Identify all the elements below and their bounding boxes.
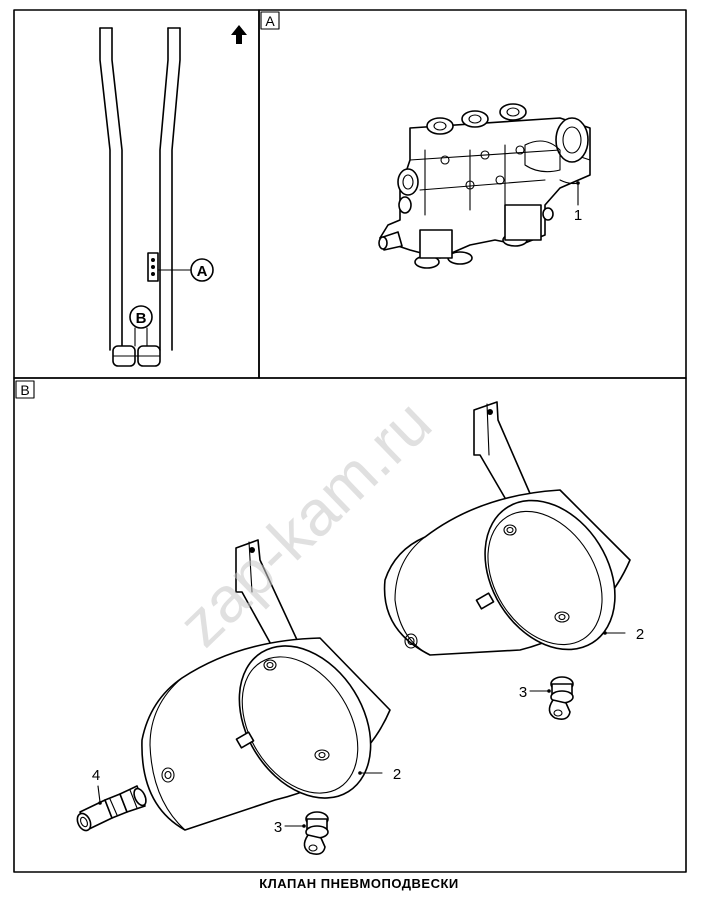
panel-b-frame	[13, 377, 687, 873]
receiver-left	[141, 539, 391, 831]
drain-valve-right	[548, 676, 574, 720]
forward-arrow-icon	[231, 25, 247, 44]
callout-4: 4	[92, 767, 102, 805]
callout-valve-number: 1	[574, 207, 582, 224]
diagram-caption: КЛАПАН ПНЕВМОПОДВЕСКИ	[259, 876, 459, 891]
chassis-rails	[99, 27, 181, 351]
callout-receiver-left-number: 2	[393, 766, 401, 783]
callout-3-right: 3	[519, 684, 551, 701]
panel-a-tag: A	[260, 11, 280, 30]
union-fitting	[76, 785, 147, 832]
panel-frames	[13, 9, 687, 873]
panel-a-label: A	[265, 13, 275, 29]
callout-drain-right-number: 3	[519, 684, 527, 701]
callout-1: 1	[559, 179, 582, 224]
drain-valve-left	[303, 811, 329, 855]
callout-drain-left-number: 3	[274, 819, 282, 836]
valve-location-marker: A	[147, 252, 214, 282]
marker-a-label: A	[197, 263, 208, 280]
receiver-location-marker: B	[112, 305, 161, 367]
callout-union-number: 4	[92, 767, 100, 784]
panel-b-tag: B	[15, 380, 35, 399]
valve-top-ports	[426, 103, 527, 135]
callout-2-left: 2	[358, 766, 401, 783]
suspension-valve	[378, 103, 591, 269]
receiver-right	[383, 401, 631, 656]
callout-3-left: 3	[274, 819, 306, 836]
panel-b-label: B	[20, 382, 29, 398]
callout-receiver-right-number: 2	[636, 626, 644, 643]
callout-2-right: 2	[603, 626, 644, 643]
marker-b-label: B	[136, 310, 147, 327]
